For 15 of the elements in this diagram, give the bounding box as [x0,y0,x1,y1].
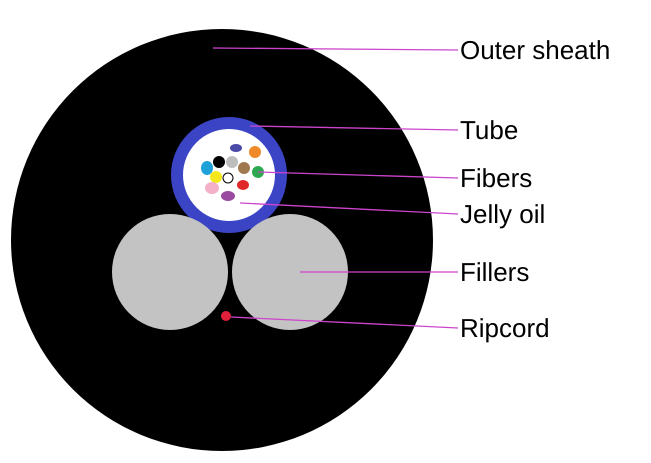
leader-line [230,316,458,329]
part-label: Tube [460,115,518,145]
part-label: Jelly oil [460,199,546,229]
optical-fiber [252,166,264,178]
part-label: Fillers [460,257,530,287]
leader-line [250,125,458,131]
leader-line [258,171,458,179]
jelly-filled-core [183,129,275,221]
leader-line [213,47,458,51]
part-label: Outer sheath [460,35,610,65]
part-label: Fibers [460,163,532,193]
ripcord-dot [221,311,231,321]
part-label: Ripcord [460,313,550,343]
leader-line [300,271,458,273]
leader-line [240,202,458,215]
